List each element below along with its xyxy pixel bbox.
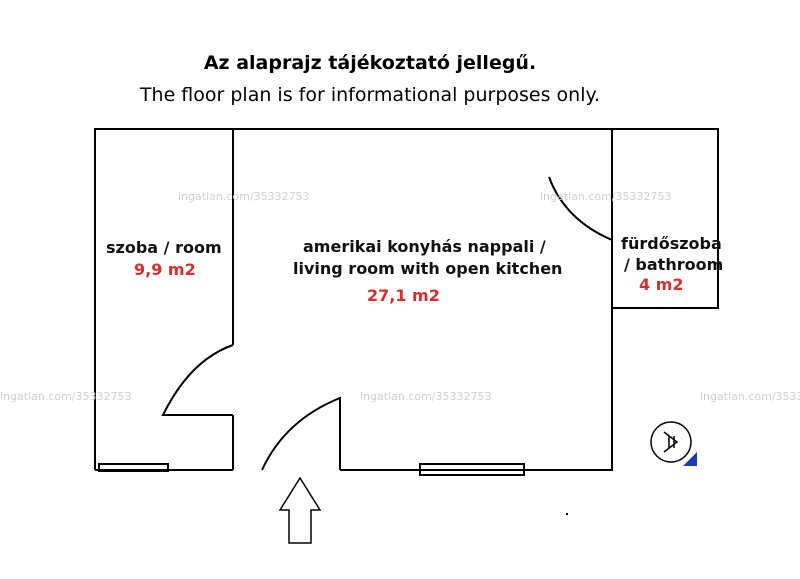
bathroom-label-line2: / bathroom [624,255,724,274]
watermark: ingatlan.com/35332753 [700,390,800,403]
watermark: ingatlan.com/35332753 [178,190,310,203]
title-hungarian: Az alaprajz tájékoztató jellegű. [203,52,537,74]
window-room [98,463,169,472]
bathroom-area: 4 m2 [639,275,684,294]
bathroom-label-line1: fürdőszoba [621,234,722,253]
entrance-arrow-icon [278,476,322,544]
watermark: ingatlan.com/35332753 [360,390,492,403]
watermark: ingatlan.com/35332753 [0,390,132,403]
title-english: The floor plan is for informational purp… [139,84,601,106]
room-label: szoba / room [106,238,222,257]
living-label-line2: living room with open kitchen [293,259,563,278]
compass-icon [650,421,692,463]
window-living [419,463,525,476]
entrance-door-swing [261,396,341,471]
living-area: 27,1 m2 [367,286,440,305]
bathroom-door-swing [548,173,613,242]
watermark: ingatlan.com/35332753 [540,190,672,203]
living-label-line1: amerikai konyhás nappali / [303,237,546,256]
room-door-swing [161,344,234,416]
compass-marker [683,452,697,466]
room-area: 9,9 m2 [134,260,196,279]
